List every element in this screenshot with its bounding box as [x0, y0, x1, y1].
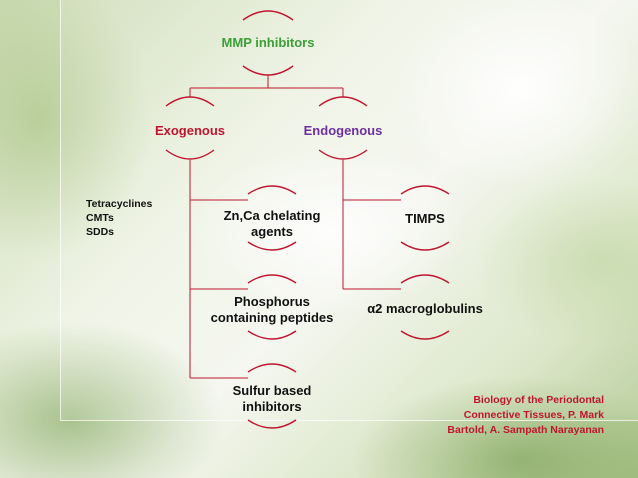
side-list-item: CMTs: [86, 212, 114, 224]
sulfur-node-top-arc: [247, 363, 297, 373]
timps-node-bottom-arc: [400, 241, 450, 251]
exogenous-side-list: Tetracyclines CMTs SDDs: [86, 197, 152, 239]
citation-line: Biology of the Periodontal: [473, 394, 604, 406]
citation-line: Connective Tissues, P. Mark: [463, 409, 604, 421]
root-node-top-arc: [242, 10, 294, 21]
endogenous-node-label: Endogenous: [303, 123, 383, 138]
sulfur-node-bottom-arc: [247, 419, 297, 429]
phos-node-top-arc: [247, 274, 297, 284]
citation-line: Bartold, A. Sampath Narayanan: [447, 424, 604, 436]
root-node-bottom-arc: [242, 65, 294, 76]
exogenous-node-bottom-arc: [165, 149, 215, 160]
timps-node-label: TIMPS: [405, 211, 445, 226]
zn-node-top-arc: [247, 185, 297, 195]
a2-node-top-arc: [400, 274, 450, 284]
phos-node-bottom-arc: [247, 330, 297, 340]
content-frame: [60, 0, 638, 421]
exogenous-node-top-arc: [165, 96, 215, 107]
root-node-label: MMP inhibitors: [221, 35, 315, 50]
side-list-item: SDDs: [86, 226, 115, 238]
citation: Biology of the Periodontal Connective Ti…: [404, 393, 604, 438]
phosphorus-peptides-node-label: Phosphorus containing peptides: [210, 294, 334, 325]
exogenous-node-label: Exogenous: [154, 123, 226, 138]
a2-node-bottom-arc: [400, 330, 450, 340]
alpha2-macroglobulins-node-label: α2 macroglobulins: [367, 301, 483, 316]
endogenous-node-bottom-arc: [318, 149, 368, 160]
endogenous-node-top-arc: [318, 96, 368, 107]
zn-ca-chelating-node-label: Zn,Ca chelating agents: [223, 208, 321, 239]
sulfur-inhibitors-node-label: Sulfur based inhibitors: [232, 383, 312, 414]
zn-node-bottom-arc: [247, 241, 297, 251]
timps-node-top-arc: [400, 185, 450, 195]
side-list-item: Tetracyclines: [86, 198, 153, 210]
